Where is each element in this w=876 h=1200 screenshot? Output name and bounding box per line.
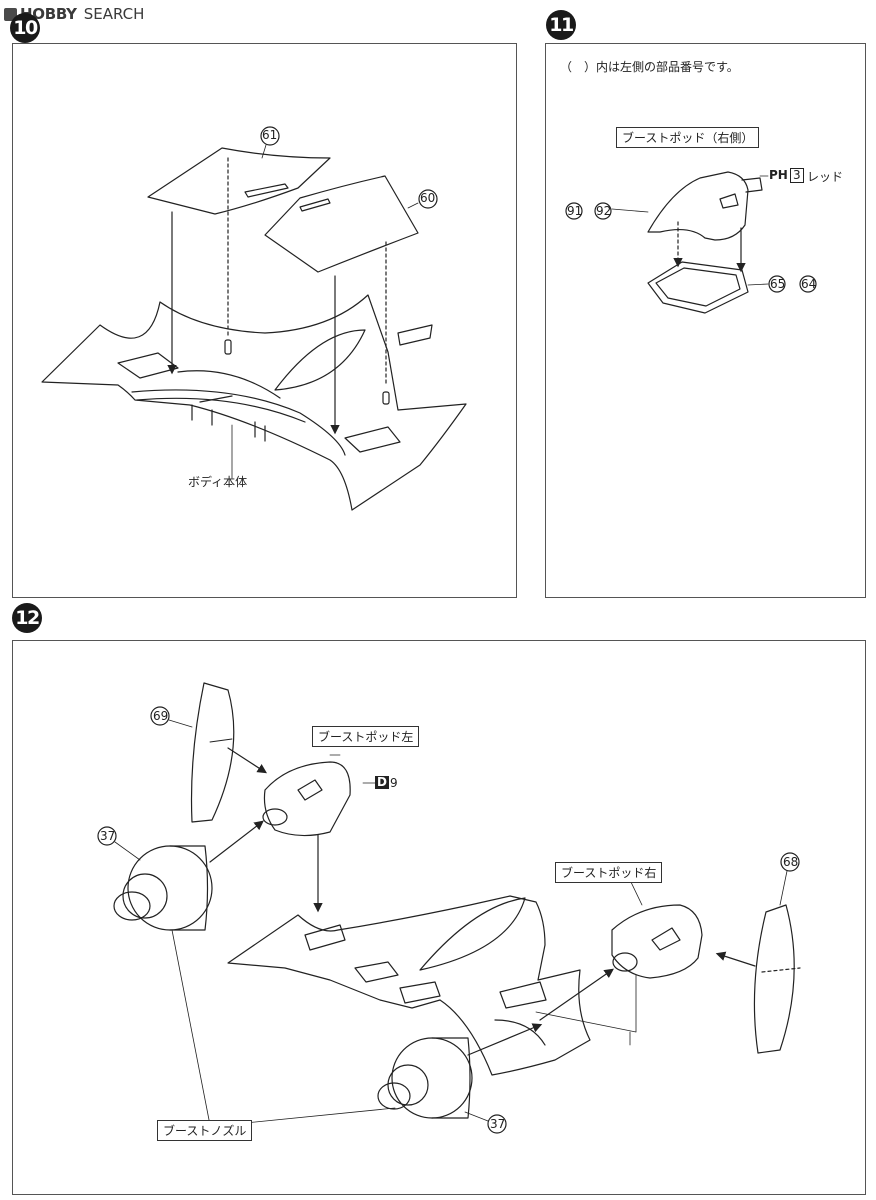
body-assembled-drawing bbox=[227, 895, 591, 1076]
step-10-panel bbox=[12, 43, 517, 598]
pod-left-drawing bbox=[262, 761, 351, 837]
part-60-panel-drawing bbox=[264, 175, 419, 273]
part-number-68: 68 bbox=[783, 855, 799, 869]
pod-right-label-box: ブーストポッド右 bbox=[555, 862, 663, 883]
step-11-panel bbox=[545, 43, 866, 598]
decal-letter: D bbox=[375, 775, 389, 789]
part-number-61: 61 bbox=[262, 128, 278, 142]
step-12-panel bbox=[12, 640, 866, 1195]
part-91-pod-drawing bbox=[647, 171, 763, 241]
part-68-fin-drawing bbox=[753, 904, 801, 1054]
nozzle-label-box: ブーストノズル bbox=[157, 1120, 253, 1141]
step-12-badge: 12 bbox=[12, 603, 42, 633]
part-65-base-drawing bbox=[647, 261, 749, 314]
body-main-label: ボディ本体 bbox=[188, 475, 248, 489]
part-number-92: 92 bbox=[596, 204, 612, 218]
paint-color: レッド bbox=[807, 170, 844, 184]
step-10-badge: 10 bbox=[10, 13, 40, 43]
part-61-panel-drawing bbox=[147, 147, 331, 215]
part-number-64: 64 bbox=[801, 277, 817, 291]
logo-search-word: SEARCH bbox=[83, 5, 145, 23]
part-number-65: 65 bbox=[770, 277, 786, 291]
paint-code: PH bbox=[769, 168, 788, 182]
part-number-69: 69 bbox=[153, 709, 169, 723]
part-number-37-bottom: 37 bbox=[490, 1117, 506, 1131]
left-part-note: （ ）内は左側の部品番号です。 bbox=[560, 60, 739, 74]
paint-number: 3 bbox=[790, 168, 804, 183]
nozzle-top-drawing bbox=[113, 845, 213, 931]
step-11-badge: 11 bbox=[546, 10, 576, 40]
part-number-37-top: 37 bbox=[100, 829, 116, 843]
pod-right-drawing bbox=[611, 904, 703, 979]
body-main-drawing bbox=[41, 294, 467, 511]
pod-right-title-box: ブーストポッド（右側） bbox=[616, 127, 760, 148]
part-number-60: 60 bbox=[420, 191, 436, 205]
part-number-91: 91 bbox=[567, 204, 583, 218]
nozzle-bottom-drawing bbox=[377, 1037, 473, 1119]
pod-left-label-box: ブーストポッド左 bbox=[312, 726, 420, 747]
decal-number: 9 bbox=[390, 776, 398, 790]
hobby-search-logo[interactable]: HOBBY SEARCH bbox=[4, 4, 144, 24]
part-69-fin-drawing bbox=[190, 682, 235, 823]
